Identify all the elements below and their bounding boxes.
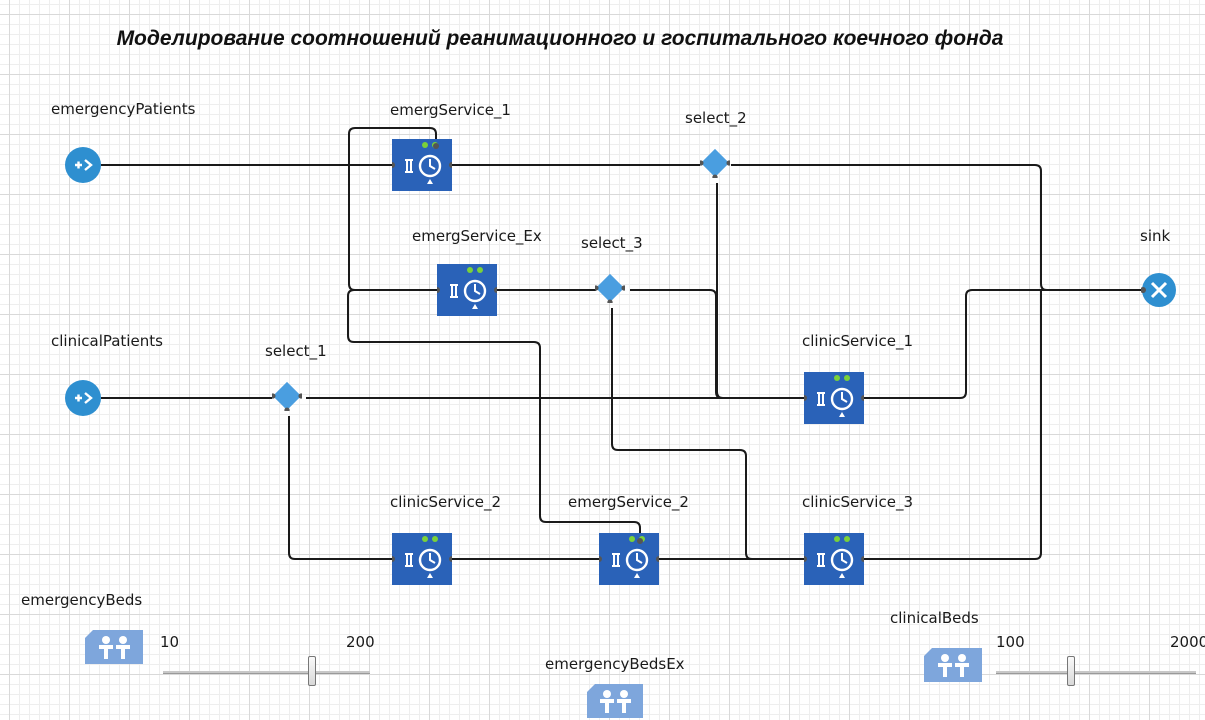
slider-thumb[interactable] <box>307 656 316 686</box>
slider-clinicalBeds-max: 2000 <box>1170 633 1205 651</box>
link-select_1-clinicService_2 <box>288 416 392 560</box>
slider-track <box>163 671 370 674</box>
service-emergService_Ex[interactable] <box>437 264 497 316</box>
link-emergService_Ex-emergService_2 <box>347 289 641 541</box>
slider-emergencyBeds-min: 10 <box>160 633 180 651</box>
select-diamond-icon <box>700 148 730 178</box>
service-delay-icon <box>804 536 864 578</box>
select-diamond-icon <box>595 273 625 303</box>
sink-x-icon <box>1150 281 1168 299</box>
select-diamond-icon <box>272 381 302 411</box>
label-select_3: select_3 <box>581 234 643 252</box>
service-clinicService_3[interactable] <box>804 533 864 585</box>
link-select_2-clinicService_1 <box>716 183 804 399</box>
slider-thumb[interactable] <box>1066 656 1075 686</box>
slider-track <box>996 671 1196 674</box>
label-emergencyBedsEx: emergencyBedsEx <box>545 655 685 673</box>
source-arrow-icon <box>75 392 93 404</box>
resource-clinicalBeds-icon[interactable] <box>924 648 982 682</box>
select-select_1[interactable] <box>272 381 302 411</box>
resource-emergencyBedsEx-icon[interactable] <box>587 684 643 718</box>
slider-emergencyBeds[interactable] <box>163 656 370 686</box>
service-delay-icon <box>392 142 452 184</box>
label-clinicService_2: clinicService_2 <box>390 493 501 511</box>
service-clinicService_2[interactable] <box>392 533 452 585</box>
resource-emergencyBeds-icon[interactable] <box>85 630 143 664</box>
slider-emergencyBeds-max: 200 <box>346 633 375 651</box>
service-delay-icon <box>437 267 497 309</box>
diagram-title: Моделирование соотношений реанимационног… <box>116 27 1004 50</box>
sink-node[interactable] <box>1141 272 1177 308</box>
label-clinicalBeds: clinicalBeds <box>890 609 979 627</box>
label-select_1: select_1 <box>265 342 327 360</box>
service-clinicService_1[interactable] <box>804 372 864 424</box>
link-select_3-clinicService_1 <box>630 289 804 399</box>
slider-clinicalBeds[interactable] <box>996 656 1196 686</box>
label-clinicService_3: clinicService_3 <box>802 493 913 511</box>
service-delay-icon <box>804 375 864 417</box>
service-delay-icon <box>392 536 452 578</box>
label-sink: sink <box>1140 227 1171 245</box>
service-delay-icon <box>599 536 659 578</box>
link-emergService_1-loop <box>348 127 437 291</box>
slider-clinicalBeds-min: 100 <box>996 633 1025 651</box>
select-select_3[interactable] <box>595 273 625 303</box>
label-clinicalPatients: clinicalPatients <box>51 332 163 350</box>
label-emergService_Ex: emergService_Ex <box>412 227 542 245</box>
link-clinicService_1-sink <box>864 289 1143 399</box>
source-emergencyPatients[interactable] <box>65 147 101 183</box>
label-emergService_1: emergService_1 <box>390 101 511 119</box>
label-emergService_2: emergService_2 <box>568 493 689 511</box>
service-emergService_1[interactable] <box>392 139 452 191</box>
link-clinicService_3-sink <box>864 290 1042 560</box>
label-select_2: select_2 <box>685 109 747 127</box>
select-select_2[interactable] <box>700 148 730 178</box>
source-clinicalPatients[interactable] <box>65 380 101 416</box>
link-select_3-clinicService_3 <box>611 308 804 560</box>
label-emergencyPatients: emergencyPatients <box>51 100 196 118</box>
service-emergService_2[interactable] <box>599 533 659 585</box>
label-clinicService_1: clinicService_1 <box>802 332 913 350</box>
link-select_2-sink <box>731 164 1143 291</box>
label-emergencyBeds: emergencyBeds <box>21 591 143 609</box>
source-arrow-icon <box>75 159 93 171</box>
